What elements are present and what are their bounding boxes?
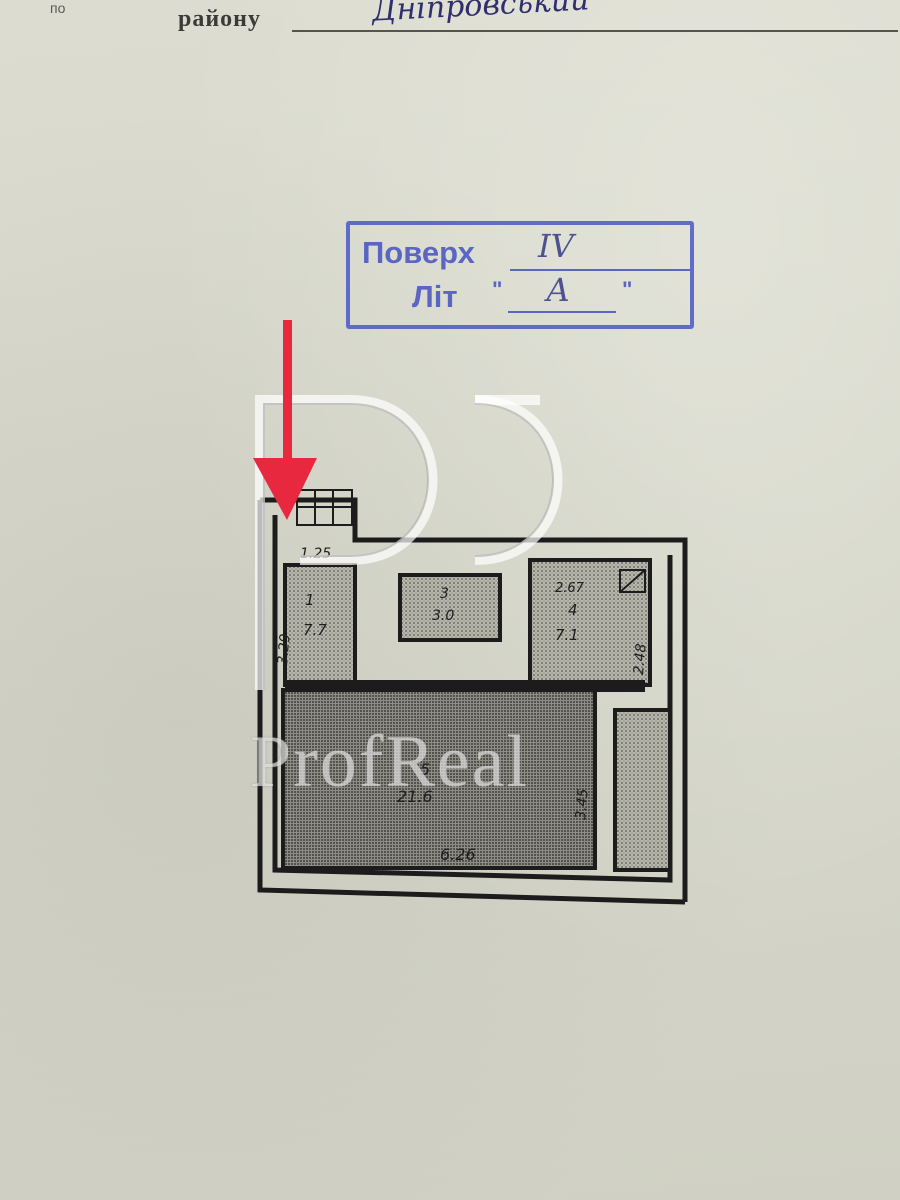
room-1-number: 1: [305, 591, 315, 609]
plan-balcony: [613, 708, 672, 872]
plan-corridor-wall: [285, 680, 645, 692]
stamp-quote-open: ": [492, 277, 503, 302]
dim-top-right: 2.67: [555, 581, 585, 596]
room-5-number: 5: [420, 760, 430, 779]
stamp-floor-line: [510, 269, 690, 271]
room-5: [281, 688, 597, 870]
stamp-quote-close: ": [622, 277, 633, 302]
room-3-area: 3.0: [432, 608, 454, 624]
room-1-area: 7.7: [303, 621, 327, 639]
dim-left: 3.29: [275, 633, 294, 666]
stamp-letter-value: А: [546, 271, 571, 309]
floor-plan: 1.25 3.29 2.67 2.48 6.26 3.45 1 7.7 3 3.…: [257, 489, 688, 905]
room-1: [283, 563, 357, 687]
room-5-area: 21.6: [397, 787, 433, 806]
header-fragment: по: [50, 0, 66, 16]
district-value: Дніпровський: [371, 0, 591, 29]
stamp-letter-label: Літ: [412, 279, 458, 314]
stamp-floor-value: IV: [538, 227, 574, 265]
red-arrow-icon: [253, 320, 317, 520]
watermark-logo: [255, 395, 563, 690]
stamp-letter-line: [508, 311, 616, 313]
watermark-text: ProfReal: [250, 721, 530, 803]
stamp-floor-label: Поверх: [362, 235, 475, 270]
plan-fixture-diagonal: [619, 569, 646, 593]
district-underline: [292, 30, 898, 32]
plan-fixture: [619, 569, 646, 593]
room-4-area: 7.1: [555, 626, 579, 644]
dim-right: 2.48: [631, 643, 650, 676]
room-3: [398, 573, 502, 642]
dim-bottom: 6.26: [440, 845, 476, 864]
dim-right-lower: 3.45: [573, 788, 592, 821]
room-4-number: 4: [568, 601, 578, 619]
room-3-number: 3: [440, 586, 449, 602]
plan-stair-block: [296, 489, 353, 526]
floor-stamp: Поверх IV Літ " А ": [346, 221, 694, 329]
district-label: району: [178, 6, 262, 32]
